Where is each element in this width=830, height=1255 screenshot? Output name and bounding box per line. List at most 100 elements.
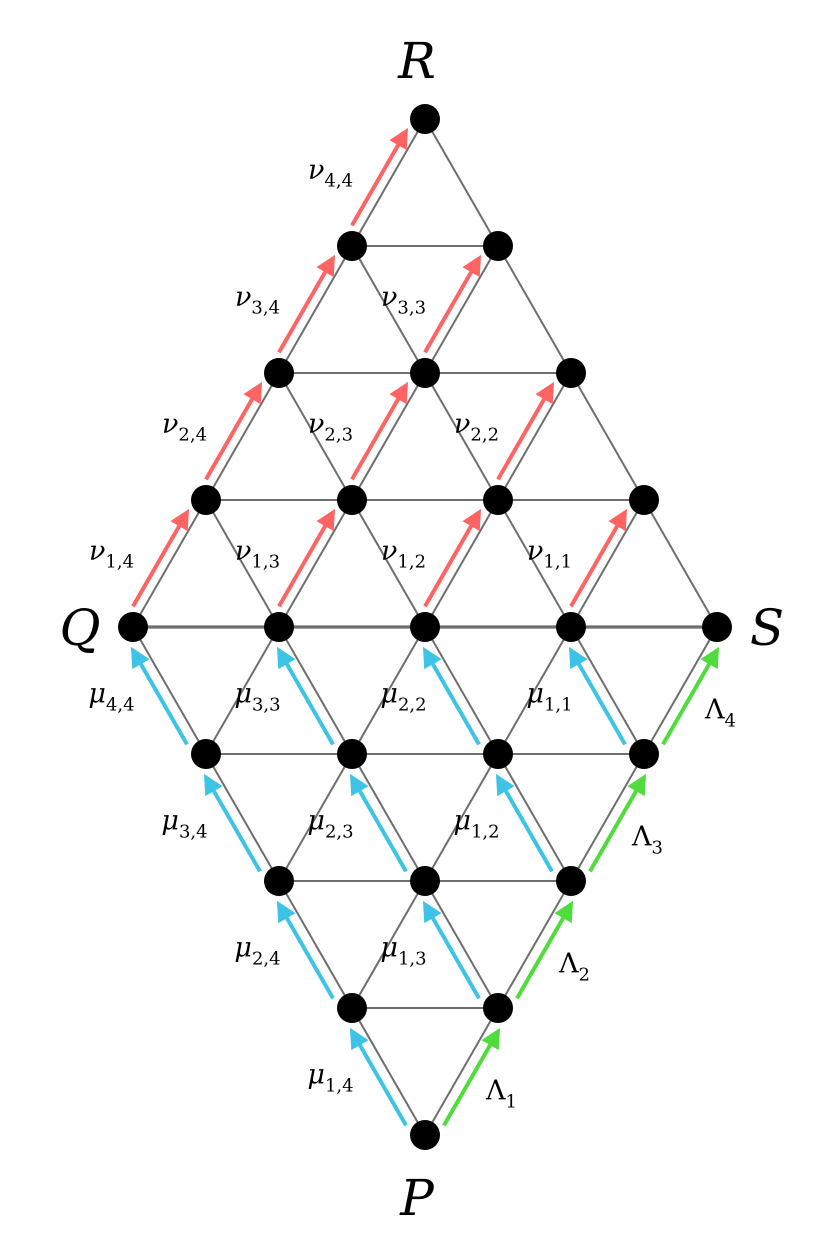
mu-symbol: μ bbox=[526, 679, 544, 710]
mu-subscript: 3,3 bbox=[252, 695, 281, 716]
lambda-subscript: 4 bbox=[725, 711, 736, 732]
lambda-subscript: 3 bbox=[652, 838, 663, 859]
mu-arrow bbox=[349, 773, 408, 873]
nu-arrow bbox=[350, 127, 409, 227]
lattice-node bbox=[337, 993, 367, 1023]
nu-label: ν3,4 bbox=[235, 282, 280, 319]
lambda-label: Λ4 bbox=[704, 695, 736, 732]
nu-symbol: ν bbox=[308, 155, 324, 186]
lattice-edge bbox=[497, 626, 572, 755]
lattice-edge bbox=[351, 499, 426, 628]
lambda-arrow bbox=[515, 900, 574, 1000]
lattice-edge bbox=[643, 626, 718, 755]
lambda-subscript: 1 bbox=[506, 1092, 517, 1113]
nu-label: ν4,4 bbox=[308, 155, 353, 192]
nu-subscript: 3,4 bbox=[251, 298, 280, 319]
nu-subscript: 2,2 bbox=[470, 425, 499, 446]
lambda-arrow bbox=[588, 773, 647, 873]
mu-arrow bbox=[422, 646, 481, 746]
mu-arrow bbox=[203, 773, 262, 873]
mu-subscript: 1,1 bbox=[544, 695, 573, 716]
lattice-edge bbox=[424, 753, 499, 882]
lambda-symbol: Λ bbox=[631, 822, 652, 853]
mu-arrow bbox=[349, 1027, 408, 1127]
nu-label: ν2,2 bbox=[454, 409, 499, 446]
mu-subscript: 1,2 bbox=[471, 822, 500, 843]
lattice-edge bbox=[497, 499, 572, 628]
mu-label: μ2,3 bbox=[307, 806, 353, 843]
mu-symbol: μ bbox=[453, 806, 471, 837]
lattice-edge bbox=[351, 880, 426, 1009]
nu-arrow bbox=[204, 381, 263, 481]
lattice-node bbox=[264, 612, 294, 642]
nu-label: ν2,4 bbox=[162, 409, 207, 446]
nu-label: ν1,1 bbox=[527, 536, 572, 573]
lambda-arrow bbox=[661, 646, 720, 746]
nu-arrow bbox=[131, 508, 190, 608]
nu-subscript: 1,3 bbox=[251, 552, 280, 573]
mu-arrow bbox=[568, 646, 627, 746]
mu-subscript: 2,2 bbox=[398, 695, 427, 716]
mu-label: μ2,2 bbox=[380, 679, 426, 716]
mu-symbol: μ bbox=[307, 806, 325, 837]
vertex-label-bottom: P bbox=[399, 1169, 435, 1227]
nu-subscript: 2,3 bbox=[324, 425, 353, 446]
lambda-symbol: Λ bbox=[558, 949, 579, 980]
mu-arrow bbox=[276, 646, 335, 746]
mu-symbol: μ bbox=[88, 679, 106, 710]
lattice-edge bbox=[497, 245, 572, 374]
mu-subscript: 3,4 bbox=[179, 822, 208, 843]
lattice-edge bbox=[351, 245, 426, 374]
lattice-edge bbox=[497, 372, 572, 501]
lattice-edge bbox=[424, 626, 499, 755]
lattice-node bbox=[483, 993, 513, 1023]
nu-arrow bbox=[423, 254, 482, 354]
lattice-node bbox=[264, 866, 294, 896]
nu-label: ν1,3 bbox=[235, 536, 280, 573]
mu-subscript: 4,4 bbox=[106, 695, 135, 716]
nu-arrow bbox=[496, 381, 555, 481]
lattice-edge bbox=[278, 372, 353, 501]
lattice-node bbox=[556, 866, 586, 896]
lambda-arrow bbox=[442, 1027, 501, 1127]
lattice-edge bbox=[424, 1007, 499, 1136]
lattice-edge bbox=[424, 118, 499, 247]
lattice-node bbox=[191, 485, 221, 515]
mu-subscript: 2,4 bbox=[252, 949, 281, 970]
vertex-label-left: Q bbox=[60, 599, 101, 657]
lattice-node bbox=[410, 358, 440, 388]
nu-subscript: 2,4 bbox=[178, 425, 207, 446]
lattice-edge bbox=[424, 880, 499, 1009]
lattice-edge bbox=[205, 499, 280, 628]
lattice-node bbox=[191, 739, 221, 769]
lattice-node bbox=[483, 231, 513, 261]
nu-subscript: 1,4 bbox=[105, 552, 134, 573]
mu-symbol: μ bbox=[234, 679, 252, 710]
vertex-label-top: R bbox=[397, 32, 436, 90]
nu-arrow bbox=[569, 508, 628, 608]
nu-symbol: ν bbox=[235, 536, 251, 567]
lattice-edge bbox=[424, 245, 499, 374]
lattice-node bbox=[337, 231, 367, 261]
nu-arrow bbox=[350, 381, 409, 481]
lattice-edge bbox=[497, 753, 572, 882]
lattice-edge bbox=[351, 626, 426, 755]
nu-symbol: ν bbox=[381, 536, 397, 567]
nu-symbol: ν bbox=[235, 282, 251, 313]
lattice-edge bbox=[351, 372, 426, 501]
lattice-node bbox=[118, 612, 148, 642]
lattice-node bbox=[629, 485, 659, 515]
mu-symbol: μ bbox=[161, 806, 179, 837]
mu-arrow bbox=[130, 646, 189, 746]
lattice-edge bbox=[497, 880, 572, 1009]
lattice-edge bbox=[132, 626, 207, 755]
mu-arrow bbox=[495, 773, 554, 873]
lattice-nodes bbox=[118, 104, 732, 1150]
mu-label: μ2,4 bbox=[234, 933, 280, 970]
lambda-label: Λ3 bbox=[631, 822, 663, 859]
lattice-edge bbox=[205, 626, 280, 755]
lattice-node bbox=[483, 485, 513, 515]
lattice-node bbox=[410, 612, 440, 642]
lattice-node bbox=[410, 866, 440, 896]
nu-subscript: 4,4 bbox=[324, 171, 353, 192]
